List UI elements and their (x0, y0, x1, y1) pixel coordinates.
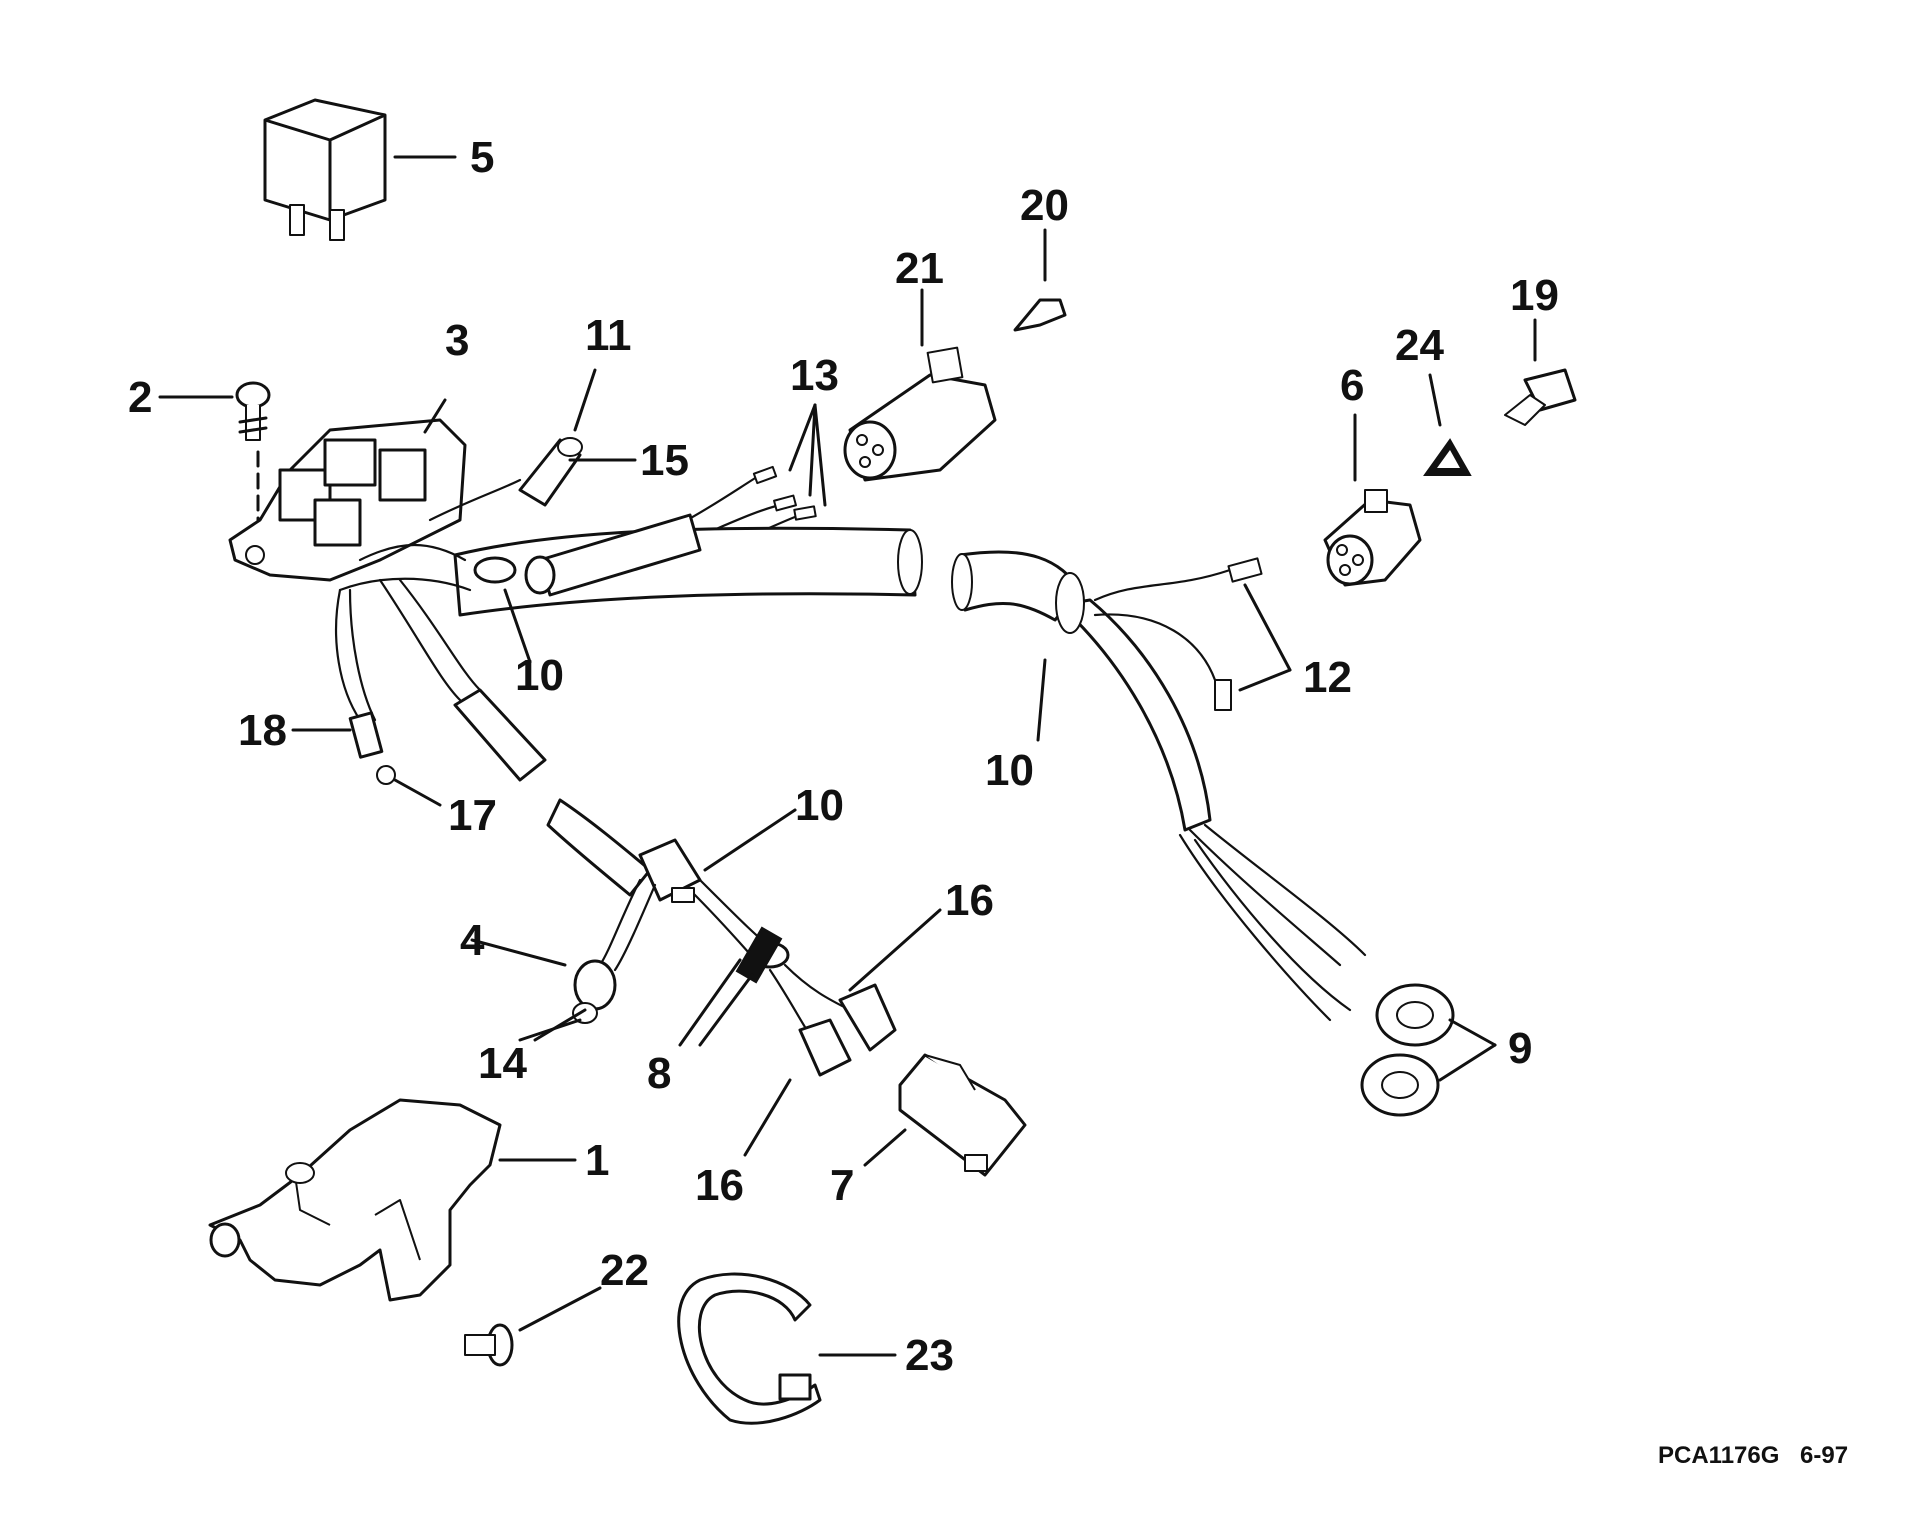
part-relay (263, 98, 457, 241)
callout-12: 12 (1303, 653, 1352, 702)
part-seal-24 (1423, 373, 1472, 476)
callout-21: 21 (895, 244, 944, 293)
part-connector-7 (863, 1053, 1027, 1177)
callout-22: 22 (600, 1246, 649, 1295)
callout-10a: 10 (515, 651, 564, 700)
part-connector-21 (843, 288, 997, 482)
callout-4: 4 (460, 916, 485, 965)
revision-date: 6-97 (1800, 1442, 1848, 1469)
callout-23: 23 (905, 1331, 954, 1380)
callout-24: 24 (1395, 321, 1444, 370)
callout-18: 18 (238, 706, 287, 755)
callout-16a: 16 (945, 876, 994, 925)
part-wire-sleeve-11 (428, 368, 637, 522)
part-strap (677, 1272, 897, 1425)
callout-6: 6 (1340, 361, 1364, 410)
callout-2: 2 (128, 373, 152, 422)
part-left-branch (291, 588, 442, 807)
part-pin-20 (1013, 228, 1067, 332)
callout-10c: 10 (795, 781, 844, 830)
part-cable-clip (698, 908, 942, 1157)
reference-code: PCA1176G (1658, 1442, 1779, 1469)
callout-15: 15 (640, 436, 689, 485)
callout-20: 20 (1020, 181, 1069, 230)
callout-7: 7 (830, 1161, 854, 1210)
part-connector-6 (1323, 413, 1422, 587)
part-main-harness (338, 513, 1082, 664)
callout-17: 17 (448, 791, 497, 840)
callout-16b: 16 (695, 1161, 744, 1210)
part-screw-bottom (464, 1286, 602, 1367)
part-lower-harness (378, 578, 797, 1047)
callout-14: 14 (478, 1039, 527, 1088)
callout-10b: 10 (985, 746, 1034, 795)
part-screw-top (158, 381, 271, 532)
part-right-branch (1036, 557, 1497, 1117)
callout-3: 3 (445, 316, 469, 365)
callout-9: 9 (1508, 1024, 1532, 1073)
callout-1: 1 (585, 1136, 609, 1185)
callout-11: 11 (585, 311, 632, 360)
callout-5: 5 (470, 133, 494, 182)
part-clip-19 (1504, 318, 1577, 426)
callout-19: 19 (1510, 271, 1559, 320)
part-bracket (208, 1098, 577, 1302)
callout-8: 8 (647, 1049, 671, 1098)
callout-13: 13 (790, 351, 839, 400)
part-terminal-block (228, 398, 467, 582)
